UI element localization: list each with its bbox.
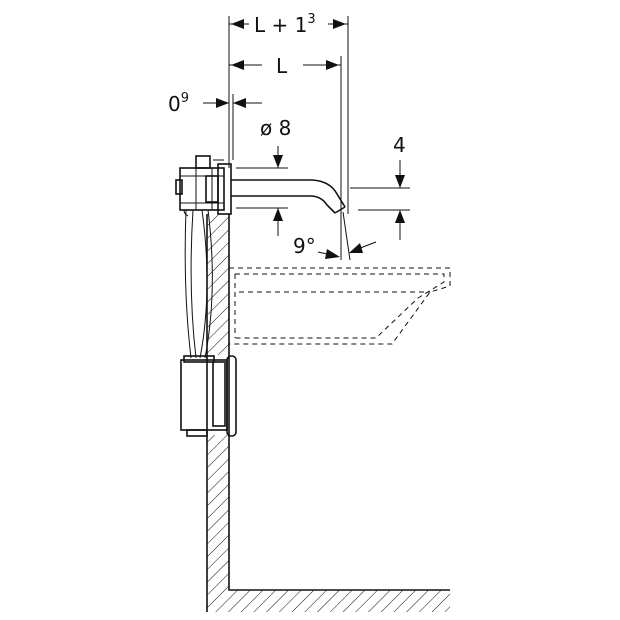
total-projection-label: L + 1 [254, 13, 307, 37]
spout [231, 179, 346, 214]
spout-height-label: 4 [393, 133, 406, 157]
cables [183, 209, 213, 359]
dimension-lines [203, 16, 410, 261]
concealed-tap-body [175, 155, 232, 215]
spout-angle-label: 9° [293, 234, 316, 258]
dimension-labels: L + 13 L 09 ø 8 4 9° [168, 12, 406, 258]
wall-offset-label: 0 [168, 92, 181, 116]
svg-text:09: 09 [168, 91, 189, 116]
wall-offset-superscript: 9 [181, 91, 189, 106]
projection-label: L [276, 54, 288, 78]
svg-text:L + 13: L + 13 [254, 12, 316, 37]
outlet-diameter-label: ø 8 [260, 116, 291, 140]
control-box [180, 355, 237, 437]
washbasin-outline [229, 267, 451, 345]
total-projection-superscript: 3 [307, 12, 315, 27]
